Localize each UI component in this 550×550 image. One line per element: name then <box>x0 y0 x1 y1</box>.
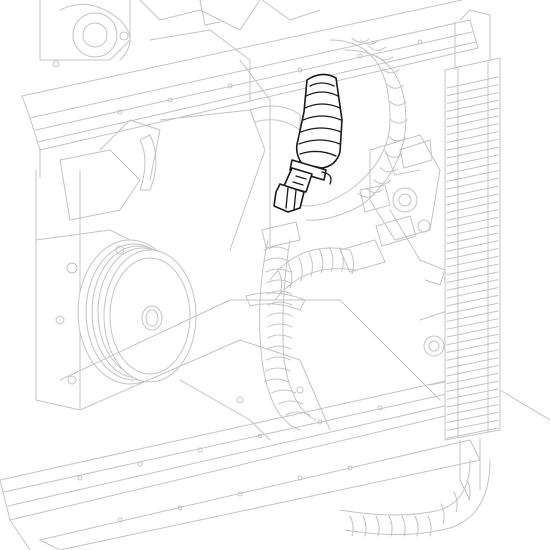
wrapped-hose-mid-icon <box>269 246 356 301</box>
fitting-icon <box>375 139 433 247</box>
wrapped-hose-left-icon <box>245 221 317 431</box>
pulley-icon <box>77 239 197 385</box>
oil-cooler-icon <box>444 9 501 501</box>
engine-bracket-icon <box>39 0 321 101</box>
lower-bracket-icon <box>59 299 441 441</box>
lower-frame-rail-icon <box>0 379 550 550</box>
hose-icon <box>273 73 343 213</box>
valve-block-icon <box>339 134 456 386</box>
wrapped-hose-bottom-icon <box>339 459 491 537</box>
